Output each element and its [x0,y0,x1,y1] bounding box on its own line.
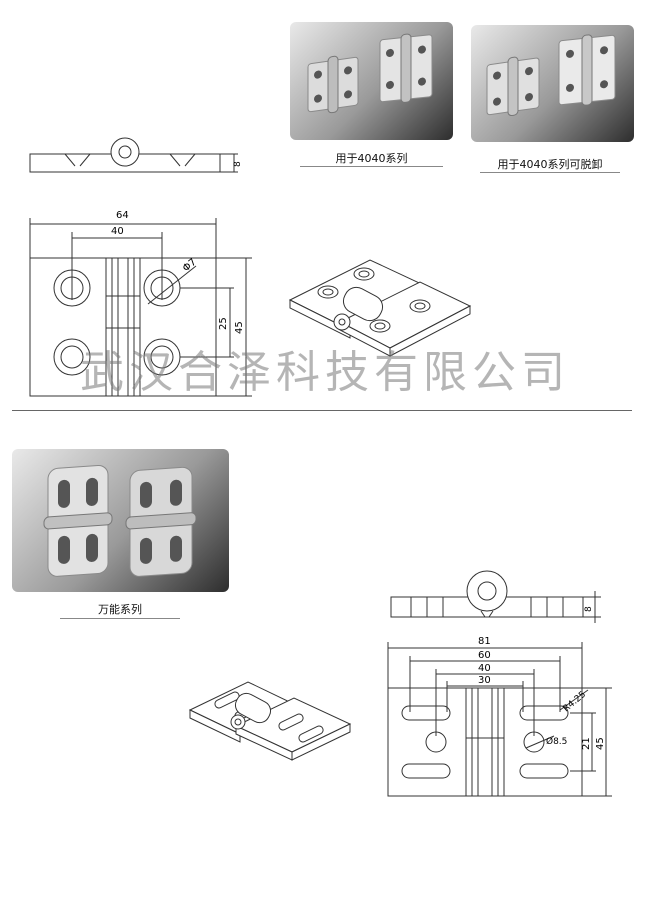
product-photo-4040 [290,22,453,140]
dim-hole-spacing-1: 40 [111,226,124,237]
dim-height-1: 45 [234,321,245,334]
dim-hole-dia-1: Φ7 [181,257,199,275]
hinge-front-view-drawing-2: 81 60 40 30 R4.25 Ø8.5 21 45 [387,636,612,797]
dim-21: 21 [581,737,592,750]
product-photo-4040-detachable [471,25,634,142]
caption-underline [60,618,180,619]
product-photo-universal [12,449,229,592]
dim-total-width-1: 64 [116,210,129,221]
hinge-photo-detachable-icon [486,34,616,117]
dim-30: 30 [478,675,491,686]
dim-hole-vspacing-1: 25 [218,317,229,330]
dim-hole-dia-2: Ø8.5 [546,736,567,747]
hinge-isometric-drawing-1 [288,259,472,357]
dim-thickness-1: 8 [233,161,243,167]
dim-total-width-2: 81 [478,636,491,647]
caption-underline [300,166,443,167]
hinge-side-view-drawing-1: 8 [29,137,243,173]
hinge-isometric-drawing-2 [188,681,352,761]
hinge-front-view-drawing-1: 64 40 Φ7 25 45 [29,210,252,397]
hinge-photo-4040-icon [307,33,433,114]
dim-radius: R4.25 [562,690,589,715]
section-divider [12,410,632,411]
caption-4040: 用于4040系列 [335,152,408,165]
dim-40: 40 [478,663,491,674]
caption-universal: 万能系列 [98,603,142,616]
caption-4040-detachable: 用于4040系列可脱卸 [497,158,603,171]
dim-height-2: 45 [595,737,606,750]
dim-60: 60 [478,650,491,661]
dim-thickness-2: 8 [584,606,594,612]
caption-underline [480,172,620,173]
hinge-side-view-drawing-2: 8 [390,570,601,623]
hinge-photo-universal-icon [43,464,197,577]
